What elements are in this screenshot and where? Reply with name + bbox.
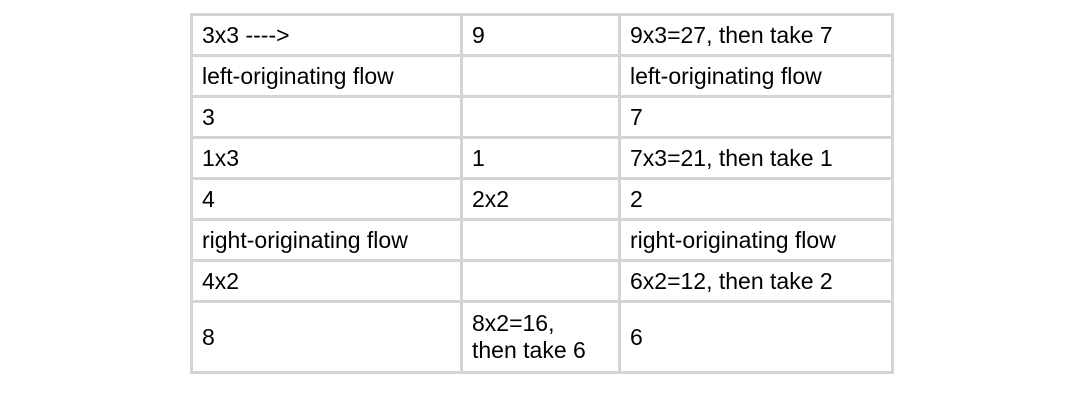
table-cell: left-originating flow (618, 54, 894, 98)
table-row: 3x3 ----> 9 9x3=27, then take 7 (190, 13, 894, 57)
table-cell: 4 (190, 177, 463, 221)
table-cell: 7x3=21, then take 1 (618, 136, 894, 180)
table-cell: 6x2=12, then take 2 (618, 259, 894, 303)
table-cell: right-originating flow (618, 218, 894, 262)
table-cell (460, 95, 621, 139)
table-cell: 7 (618, 95, 894, 139)
table-cell: left-originating flow (190, 54, 463, 98)
table-cell: 4x2 (190, 259, 463, 303)
table-cell: 9x3=27, then take 7 (618, 13, 894, 57)
table-row: 1x3 1 7x3=21, then take 1 (190, 136, 894, 180)
table-row: 8 8x2=16, then take 6 6 (190, 300, 894, 374)
table-cell (460, 54, 621, 98)
table-cell: 1 (460, 136, 621, 180)
table-cell (460, 218, 621, 262)
calculation-table: 3x3 ----> 9 9x3=27, then take 7 left-ori… (190, 13, 894, 374)
table-cell: 8x2=16, then take 6 (460, 300, 621, 374)
table-cell: 9 (460, 13, 621, 57)
table-row: left-originating flow left-originating f… (190, 54, 894, 98)
table-row: 4 2x2 2 (190, 177, 894, 221)
table-row: 4x2 6x2=12, then take 2 (190, 259, 894, 303)
table-cell: 2x2 (460, 177, 621, 221)
table-cell: 1x3 (190, 136, 463, 180)
table-cell: 3x3 ----> (190, 13, 463, 57)
table-cell: 6 (618, 300, 894, 374)
table-row: 3 7 (190, 95, 894, 139)
table-cell (460, 259, 621, 303)
table-row: right-originating flow right-originating… (190, 218, 894, 262)
table-cell: 2 (618, 177, 894, 221)
table-cell: right-originating flow (190, 218, 463, 262)
table-cell: 3 (190, 95, 463, 139)
table-cell: 8 (190, 300, 463, 374)
